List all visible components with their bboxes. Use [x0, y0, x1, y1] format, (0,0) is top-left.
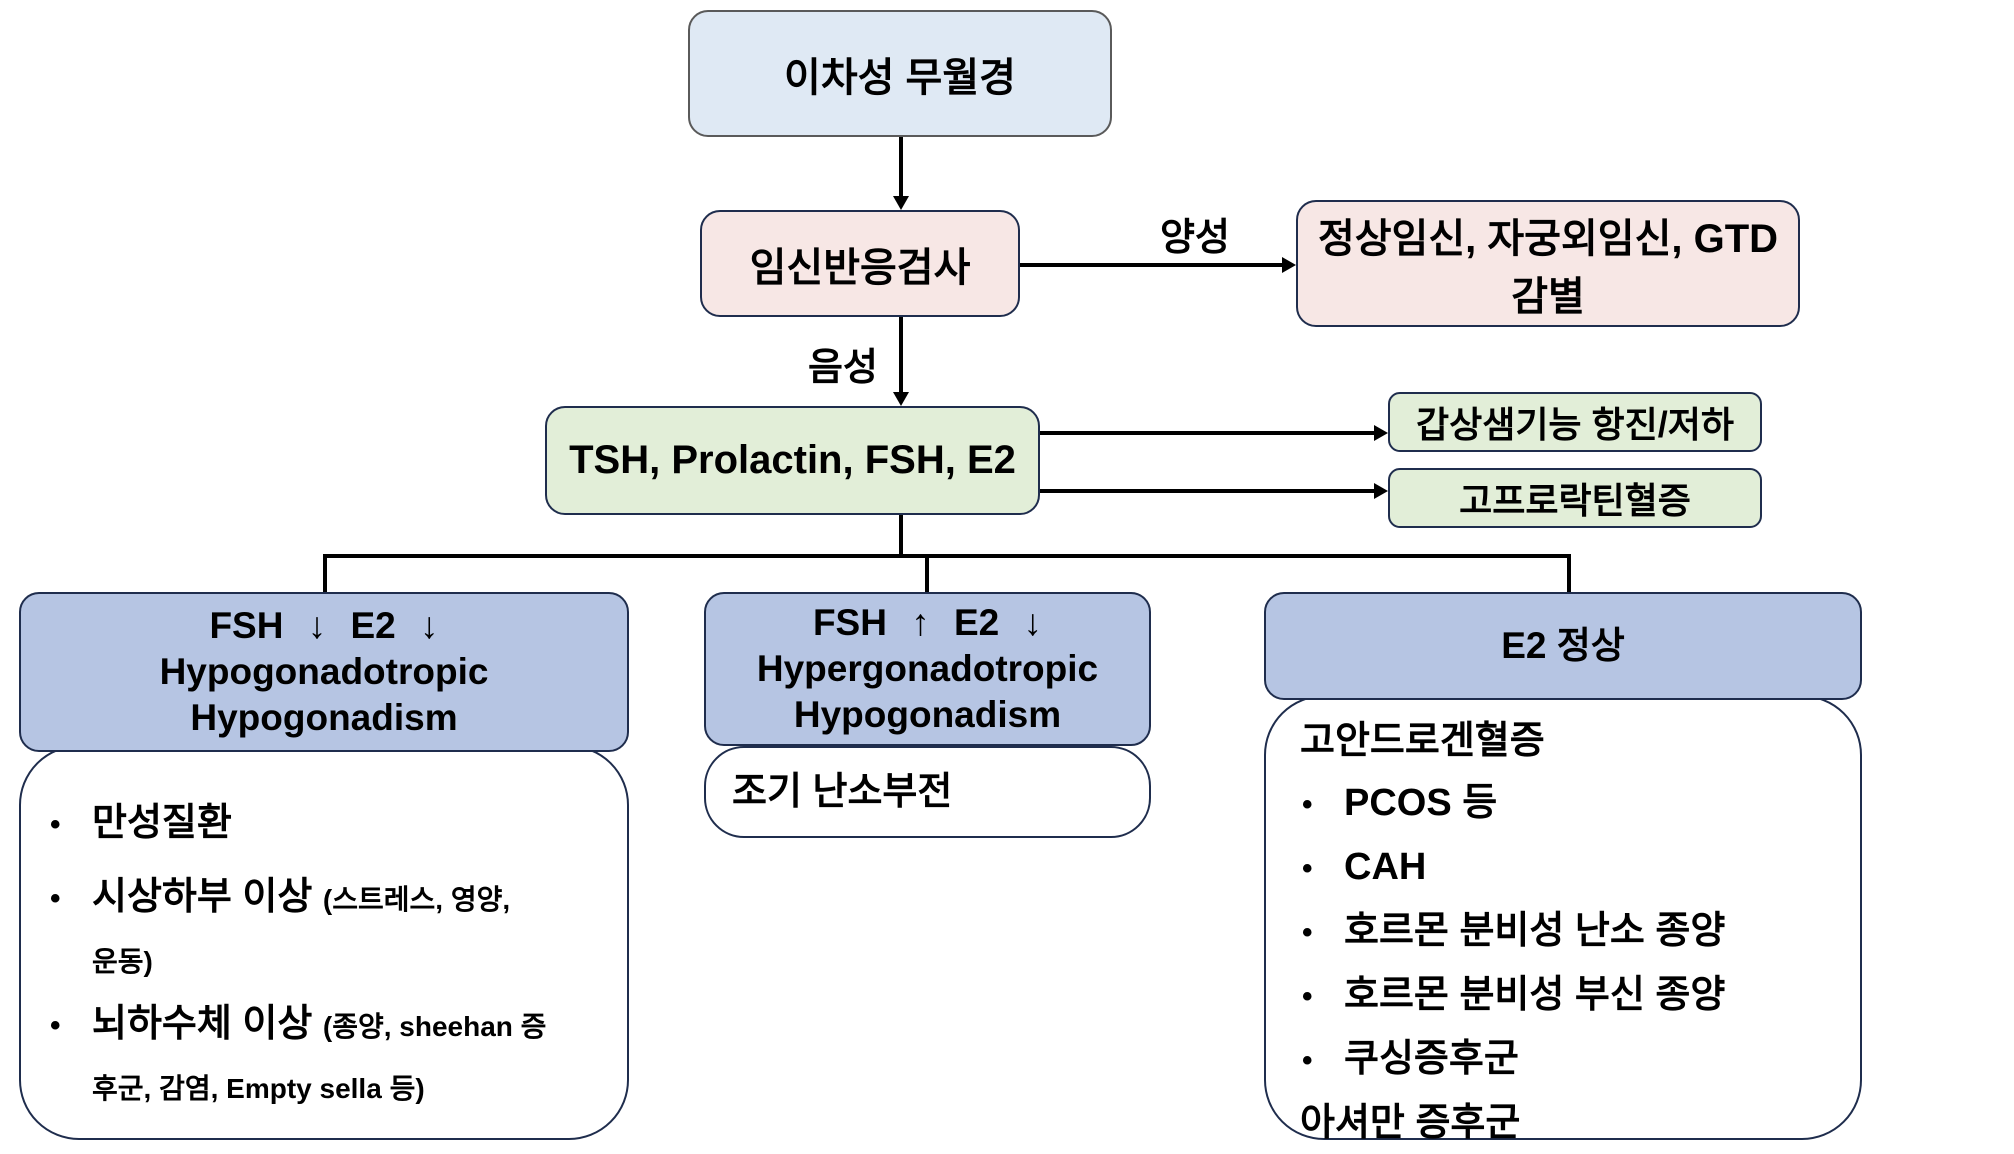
connector-prolactin: [1040, 489, 1374, 493]
bullet-icon: •: [1302, 787, 1313, 821]
normal-e2-causes-box: [1264, 695, 1862, 1140]
positive-result-box: 정상임신, 자궁외임신, GTD 감별: [1296, 200, 1800, 327]
bullet-icon: •: [1302, 979, 1313, 1013]
negative-label: 음성: [808, 347, 878, 389]
hyperprolactinemia-label: 고프로락틴혈증: [1459, 480, 1691, 521]
hypogonadotropic-header: FSH ↓ E2 ↓ Hypogonadotropic Hypogonadism: [19, 592, 629, 752]
branch-bus: [323, 554, 1571, 558]
list-item: •뇌하수체 이상 (종양, sheehan 증: [30, 993, 546, 1058]
bullet-icon: •: [50, 807, 61, 841]
arrow-head-positive: [1282, 257, 1296, 273]
hypergonadotropic-hormones: FSH ↑ E2 ↓: [812, 602, 1043, 643]
list-item-continuation: 후군, 감염, Empty sella 등): [92, 1072, 425, 1104]
arrow-head-thyroid: [1374, 425, 1388, 441]
normal-e2-list: 고안드로겐혈증 •PCOS 등 •CAH •호르몬 분비성 난소 종양 •호르몬…: [1300, 710, 1725, 1154]
thyroid-result-box: 갑상샘기능 항진/저하: [1388, 392, 1762, 452]
hyperandrogenism-heading: 고안드로겐혈증: [1300, 720, 1545, 762]
list-item: •만성질환: [30, 792, 546, 856]
hormone-tests-label: TSH, Prolactin, FSH, E2: [569, 438, 1016, 482]
connector-title-to-test: [899, 137, 903, 197]
connector-thyroid: [1040, 431, 1374, 435]
hypergonadotropic-causes-box: 조기 난소부전: [704, 746, 1151, 838]
branch-drop-left: [323, 554, 327, 593]
hypogonadotropic-hormones: FSH ↓ E2 ↓: [209, 605, 439, 646]
branch-drop-right: [1567, 554, 1571, 593]
connector-negative: [899, 317, 903, 393]
hyperprolactinemia-box: 고프로락틴혈증: [1388, 468, 1762, 528]
secondary-amenorrhea-box: 이차성 무월경: [688, 10, 1112, 137]
hypergonadotropic-title-1: Hypergonadotropic: [756, 648, 1099, 689]
asherman-syndrome: 아셔만 증후군: [1300, 1101, 1521, 1144]
normal-e2-header: E2 정상: [1264, 592, 1862, 700]
hypogonadotropic-causes-box: [19, 745, 629, 1140]
bullet-icon: •: [1302, 915, 1313, 949]
secondary-amenorrhea-label: 이차성 무월경: [784, 55, 1016, 100]
pregnancy-test-label: 임신반응검사: [749, 245, 971, 290]
connector-hormone-down: [899, 515, 903, 557]
hypogonadotropic-title-1: Hypogonadotropic: [159, 651, 489, 692]
normal-e2-title: E2 정상: [1501, 625, 1625, 666]
list-item: 조기 난소부전: [732, 771, 953, 813]
list-item: •PCOS 등: [1300, 772, 1725, 836]
arrow-head-negative: [893, 392, 909, 406]
bullet-icon: •: [1302, 1043, 1313, 1077]
positive-label: 양성: [1160, 217, 1230, 259]
list-item: •쿠싱증후군: [1300, 1028, 1725, 1092]
pregnancy-test-box: 임신반응검사: [700, 210, 1020, 317]
arrow-head-test: [893, 196, 909, 210]
list-item: •호르몬 분비성 부신 종양: [1300, 964, 1725, 1028]
bullet-icon: •: [1302, 851, 1313, 885]
hormone-tests-box: TSH, Prolactin, FSH, E2: [545, 406, 1040, 515]
thyroid-result-label: 갑상샘기능 항진/저하: [1415, 404, 1735, 445]
branch-drop-middle: [925, 554, 929, 593]
list-item: •호르몬 분비성 난소 종양: [1300, 900, 1725, 964]
positive-result-label: 정상임신, 자궁외임신, GTD 감별: [1317, 216, 1779, 319]
list-item-continuation: 운동): [92, 945, 153, 977]
arrow-head-prolactin: [1374, 483, 1388, 499]
bullet-icon: •: [50, 1008, 61, 1042]
connector-positive: [1020, 263, 1282, 267]
hypergonadotropic-header: FSH ↑ E2 ↓ Hypergonadotropic Hypogonadis…: [704, 592, 1151, 746]
hypogonadotropic-list: •만성질환 •시상하부 이상 (스트레스, 영양, 운동) •뇌하수체 이상 (…: [30, 792, 546, 1120]
list-item: •CAH: [1300, 836, 1725, 900]
hypergonadotropic-title-2: Hypogonadism: [793, 694, 1062, 735]
hypogonadotropic-title-2: Hypogonadism: [190, 697, 458, 738]
bullet-icon: •: [50, 881, 61, 915]
list-item: •시상하부 이상 (스트레스, 영양,: [30, 866, 546, 931]
